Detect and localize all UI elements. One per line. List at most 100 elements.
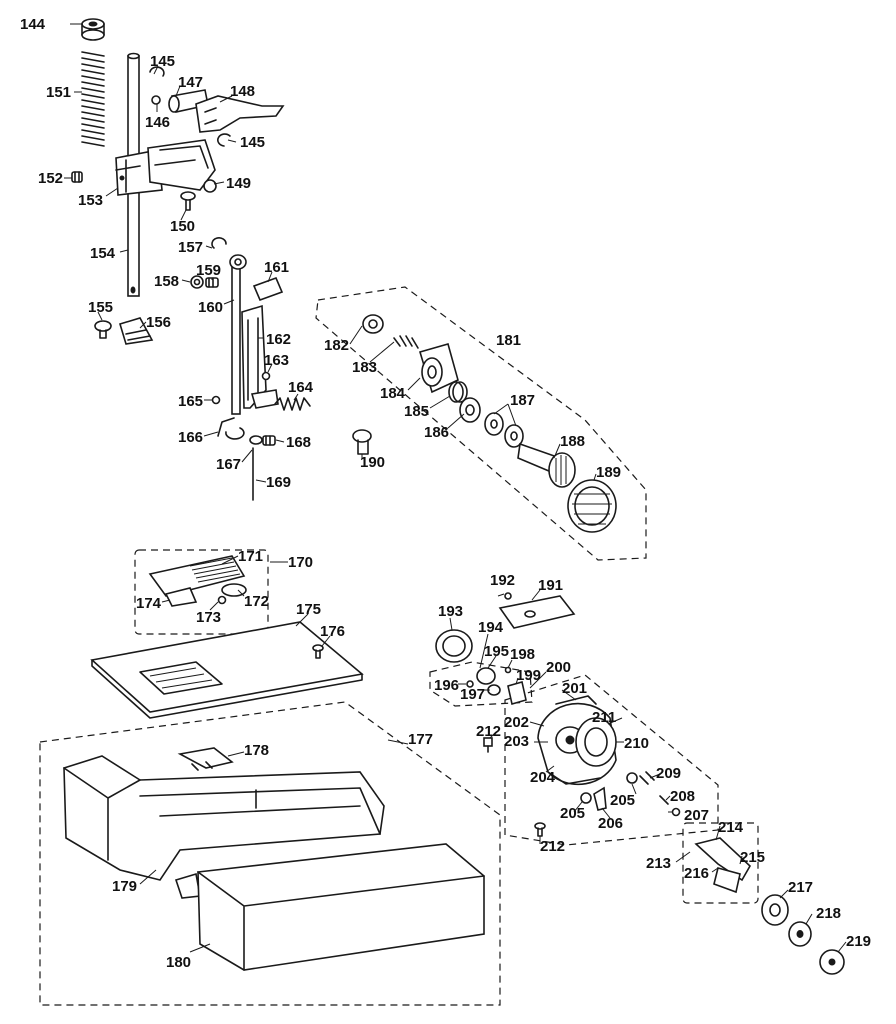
- part-152-screw: [71, 171, 83, 183]
- part-number-label: 217: [788, 879, 813, 896]
- part-number-label: 149: [226, 175, 251, 192]
- part-number-label: 177: [408, 731, 433, 748]
- part-number-label: 199: [516, 667, 541, 684]
- part-number-label: 206: [598, 815, 623, 832]
- part-number-label: 145: [150, 53, 175, 70]
- part-number-label: 145: [240, 134, 265, 151]
- part-number-label: 181: [496, 332, 521, 349]
- part-167-clamp: [249, 435, 263, 445]
- part-219-bobbin-spare: [819, 949, 845, 975]
- part-157-clip: [211, 237, 227, 249]
- part-number-label: 175: [296, 601, 321, 618]
- part-number-label: 214: [718, 819, 744, 836]
- part-number-label: 182: [324, 337, 349, 354]
- part-205-nut-left: [580, 792, 592, 804]
- part-number-label: 172: [244, 593, 269, 610]
- part-number-label: 146: [145, 114, 170, 131]
- part-151-spring: [81, 51, 105, 147]
- part-162-needle-bar-frame: [241, 304, 279, 409]
- group-outline-213: [682, 822, 759, 904]
- part-164-spring: [274, 397, 311, 411]
- part-number-label: 203: [504, 733, 529, 750]
- part-number-label: 162: [266, 331, 291, 348]
- part-number-label: 183: [352, 359, 377, 376]
- part-146-screw: [151, 95, 161, 105]
- part-205-nut-right: [626, 772, 638, 784]
- part-number-label: 178: [244, 742, 269, 759]
- part-number-label: 207: [684, 807, 709, 824]
- part-number-label: 185: [404, 403, 429, 420]
- part-156-presser-foot: [119, 317, 154, 345]
- part-number-label: 165: [178, 393, 203, 410]
- part-number-label: 167: [216, 456, 241, 473]
- part-number-label: 144: [20, 16, 46, 33]
- part-210-hook-housing: [575, 717, 617, 767]
- part-195-gear: [476, 667, 496, 685]
- part-number-label: 176: [320, 623, 345, 640]
- part-204-base: [547, 771, 601, 785]
- part-number-label: 204: [530, 769, 556, 786]
- part-number-label: 174: [136, 595, 162, 612]
- part-155-screw: [94, 320, 112, 339]
- part-178-latch: [177, 747, 234, 771]
- part-201-cover: [555, 695, 597, 705]
- part-number-label: 209: [656, 765, 681, 782]
- leader-lines: [64, 23, 847, 953]
- part-212-screw-upper: [483, 737, 493, 753]
- part-186-stop-ring: [459, 397, 481, 423]
- group-outline-170: [134, 549, 269, 635]
- part-196-screw: [466, 680, 474, 688]
- part-number-label: 159: [196, 262, 221, 279]
- part-193-bearing-ring: [435, 629, 473, 663]
- part-number-label: 155: [88, 299, 113, 316]
- part-172-plate-spring: [221, 583, 247, 597]
- part-number-label: 197: [460, 686, 485, 703]
- part-number-label: 160: [198, 299, 223, 316]
- part-166-thread-guide: [217, 417, 245, 440]
- part-191-slide-plate: [498, 595, 576, 629]
- part-190-bolt: [352, 429, 372, 455]
- group-outline-194: [429, 661, 533, 707]
- part-number-label: 213: [646, 855, 671, 872]
- part-number-label: 194: [478, 619, 504, 636]
- part-192-screw: [504, 592, 512, 600]
- part-number-label: 190: [360, 454, 385, 471]
- part-number-label: 173: [196, 609, 221, 626]
- part-number-label: 163: [264, 352, 289, 369]
- part-176-screw: [312, 644, 324, 659]
- part-number-label: 147: [178, 74, 203, 91]
- part-218-bobbin: [788, 921, 812, 947]
- part-175-bed-plate: [90, 621, 364, 719]
- part-number-label: 192: [490, 572, 515, 589]
- part-188-knob-shaft: [517, 442, 576, 488]
- part-number-label: 195: [484, 643, 509, 660]
- part-182-bushing: [362, 314, 384, 334]
- part-number-label: 157: [178, 239, 203, 256]
- part-number-label: 212: [540, 838, 565, 855]
- part-number-label: 184: [380, 385, 406, 402]
- part-number-label: 196: [434, 677, 459, 694]
- part-187-washers: [484, 412, 524, 448]
- part-number-label: 205: [610, 792, 635, 809]
- part-184-clutch-housing: [419, 343, 459, 394]
- part-185-spring-washer: [448, 381, 468, 403]
- part-165-screw: [211, 395, 221, 405]
- group-outline-200: [504, 674, 719, 846]
- part-number-label: 158: [154, 273, 179, 290]
- part-number-label: 151: [46, 84, 71, 101]
- part-148-lifter-lever: [195, 95, 285, 133]
- part-number-label: 198: [510, 646, 535, 663]
- part-number-label: 156: [146, 314, 171, 331]
- part-number-label: 148: [230, 83, 255, 100]
- part-number-label: 179: [112, 878, 137, 895]
- part-number-label: 193: [438, 603, 463, 620]
- part-number-label: 186: [424, 424, 449, 441]
- part-number-label: 166: [178, 429, 203, 446]
- part-number-label: 202: [504, 714, 529, 731]
- part-number-label: 164: [288, 379, 314, 396]
- part-207-washer: [671, 807, 681, 817]
- part-number-label: 205: [560, 805, 585, 822]
- part-206-bracket: [593, 786, 607, 811]
